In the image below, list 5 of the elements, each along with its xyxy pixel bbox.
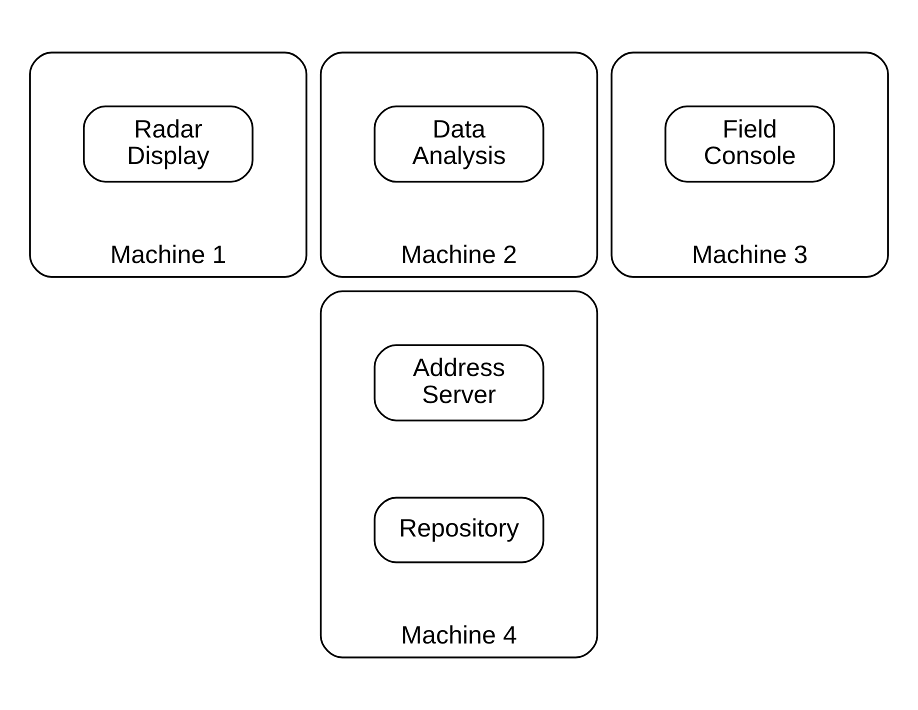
node-box: Data Analysis <box>374 106 544 183</box>
node-box: Repository <box>374 496 544 564</box>
node-box: Field Console <box>664 106 836 183</box>
node-box: Address Server <box>374 344 544 422</box>
node-box: Radar Display <box>82 106 254 183</box>
